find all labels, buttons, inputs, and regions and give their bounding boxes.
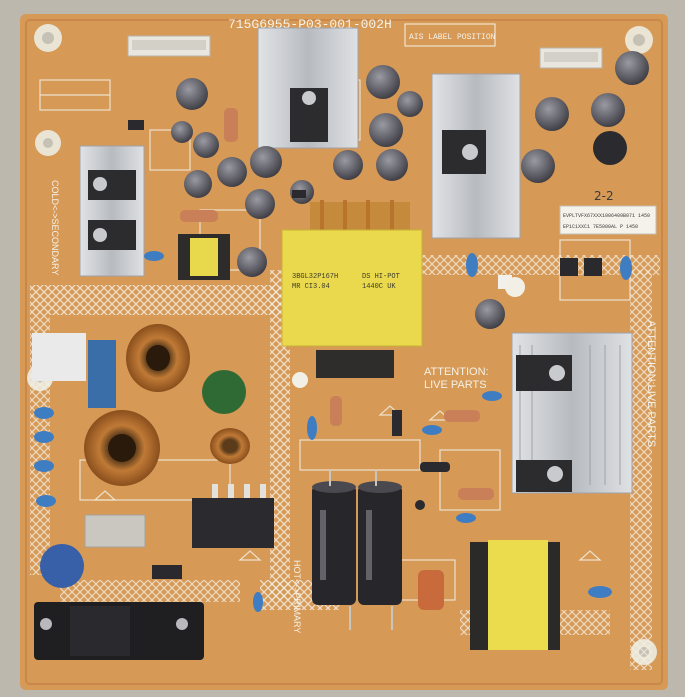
heatsink-right xyxy=(511,332,633,494)
small-ics xyxy=(128,120,602,579)
svg-text:EVPLTVFX67XXX1006409B071 145: EVPLTVFX67XXX1006409B071 1450 xyxy=(563,213,650,219)
top-connector xyxy=(127,35,603,69)
common-mode-choke xyxy=(84,324,250,486)
hand-marking: 2-2 xyxy=(594,189,614,203)
small-inductor xyxy=(178,234,230,280)
svg-text:EP1C1XXC1 7E5000AL P 1450: EP1C1XXC1 7E5000AL P 1450 xyxy=(563,224,638,230)
main-transformer: 3BGL32P167H MR CI3.04 DS HI-POT 1440C UK xyxy=(281,200,423,378)
ceramic-capacitors xyxy=(34,251,632,612)
label-position-text: AIS LABEL POSITION xyxy=(409,33,496,42)
bridge-rectifier xyxy=(192,484,274,548)
svg-text:MR CI3.04: MR CI3.04 xyxy=(292,283,330,291)
svg-text:3BGL32P167H: 3BGL32P167H xyxy=(292,273,338,281)
svg-text:DS HI-POT: DS HI-POT xyxy=(362,273,400,281)
barcode-label: EVPLTVFX67XXX1006409B071 1450 EP1C1XXC1 … xyxy=(559,205,657,235)
varistor xyxy=(40,544,84,588)
hot-primary-label: HOT<->PRIMARY xyxy=(292,560,302,633)
heatsink-left xyxy=(79,145,145,277)
bulk-capacitor xyxy=(312,481,402,605)
radial-capacitors xyxy=(171,51,649,329)
resistors xyxy=(180,108,494,500)
ac-inlet xyxy=(34,602,204,660)
blue-film-capacitor xyxy=(88,340,116,408)
cold-secondary-label: COLD<->SECONDARY xyxy=(50,180,60,275)
hatched-zone xyxy=(30,285,285,315)
svg-text:1440C UK: 1440C UK xyxy=(362,283,396,291)
attention-side-label: ATTENTION:LIVE PARTS xyxy=(645,320,657,447)
heatsink-top-right xyxy=(431,73,521,239)
attention-label: ATTENTION: xyxy=(424,366,489,378)
standby-transformer xyxy=(470,540,560,650)
heatsink-top-center xyxy=(257,27,359,149)
live-parts-label: LIVE PARTS xyxy=(424,379,487,391)
x-capacitor xyxy=(202,370,246,414)
